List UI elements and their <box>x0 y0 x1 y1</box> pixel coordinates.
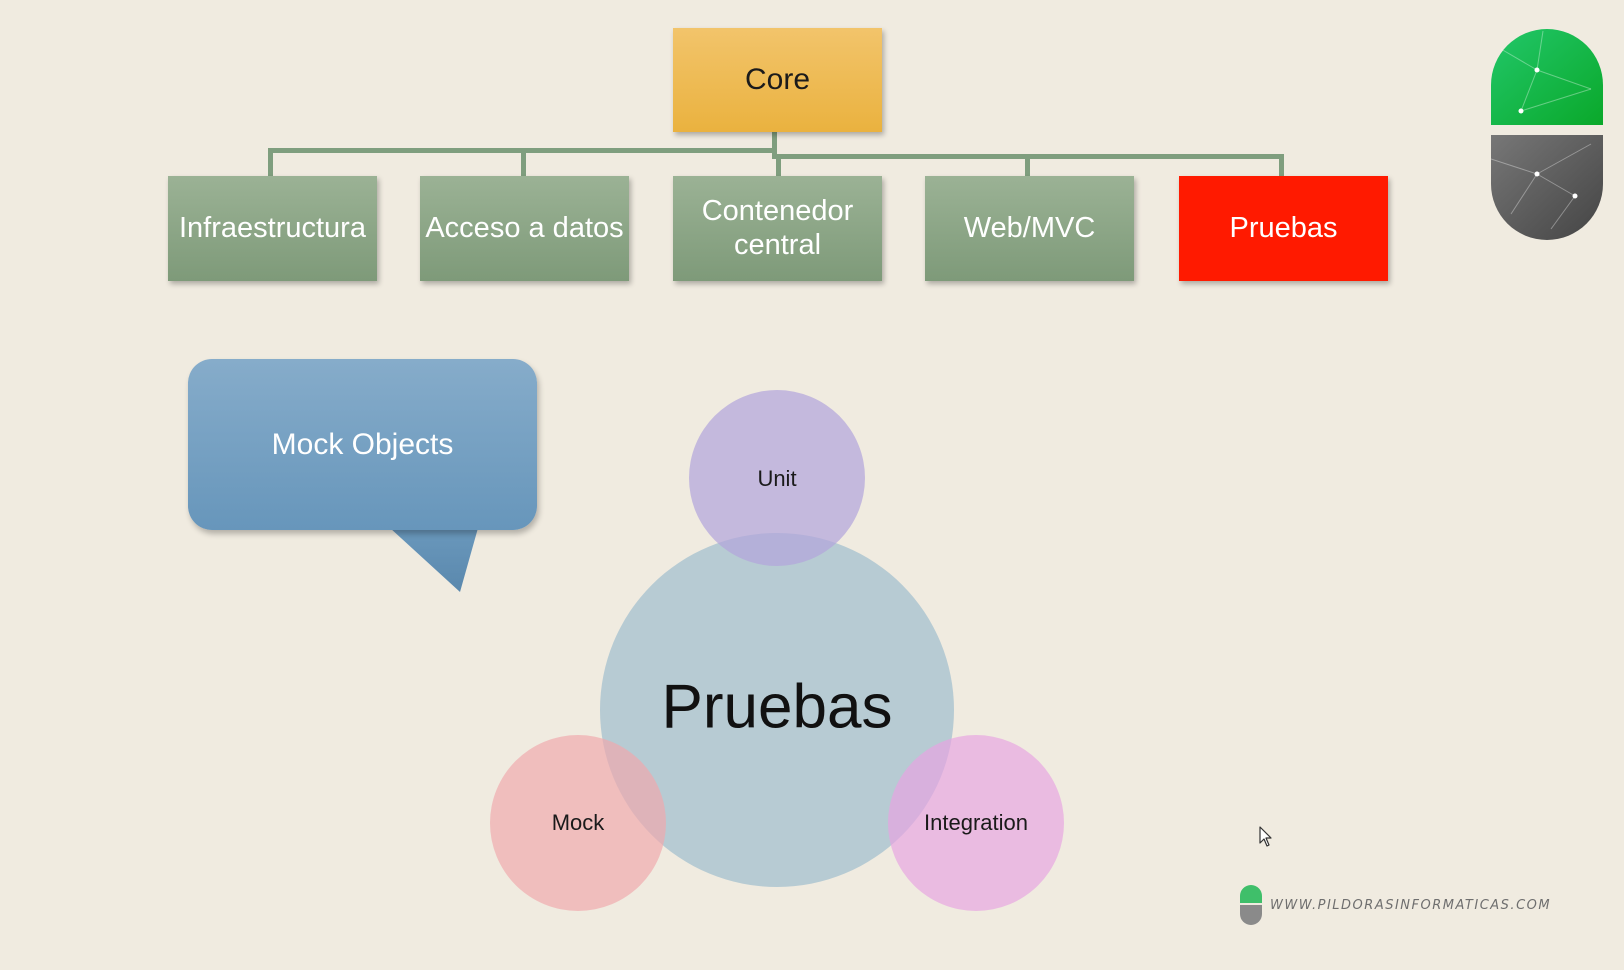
venn-label-unit: Unit <box>757 466 797 491</box>
venn-circle-unit <box>689 390 865 566</box>
org-node-acceso-a-datos: Acceso a datos <box>420 176 629 281</box>
org-node-core: Core <box>673 28 882 132</box>
watermark-url: WWW.PILDORASINFORMATICAS.COM <box>1270 897 1552 913</box>
venn-circle-integration <box>888 735 1064 911</box>
venn-circle-center <box>600 533 954 887</box>
watermark-pill-logo-icon <box>1240 885 1262 925</box>
org-node-contenedor-central: Contenedor central <box>673 176 882 281</box>
venn-label-integration: Integration <box>924 810 1028 835</box>
connector-root-stem <box>772 132 777 157</box>
callout-label: Mock Objects <box>271 427 454 461</box>
org-node-web-mvc: Web/MVC <box>925 176 1134 281</box>
venn-label-mock: Mock <box>551 810 605 835</box>
connector-drop-pruebas <box>1279 154 1284 176</box>
connector-drop-infraestructura <box>268 148 273 176</box>
mouse-pointer-icon <box>1259 826 1272 847</box>
connector-drop-contenedor <box>776 154 781 176</box>
callout-mock-objects: Mock Objects <box>188 359 537 530</box>
watermark: WWW.PILDORASINFORMATICAS.COM <box>1240 885 1551 925</box>
connector-drop-acceso <box>521 148 526 176</box>
connector-drop-web <box>1025 154 1030 176</box>
venn-label-center: Pruebas <box>661 672 893 742</box>
pill-logo-icon <box>1491 29 1603 240</box>
venn-circle-mock <box>490 735 666 911</box>
org-node-infraestructura: Infraestructura <box>168 176 377 281</box>
org-node-pruebas: Pruebas <box>1179 176 1388 281</box>
